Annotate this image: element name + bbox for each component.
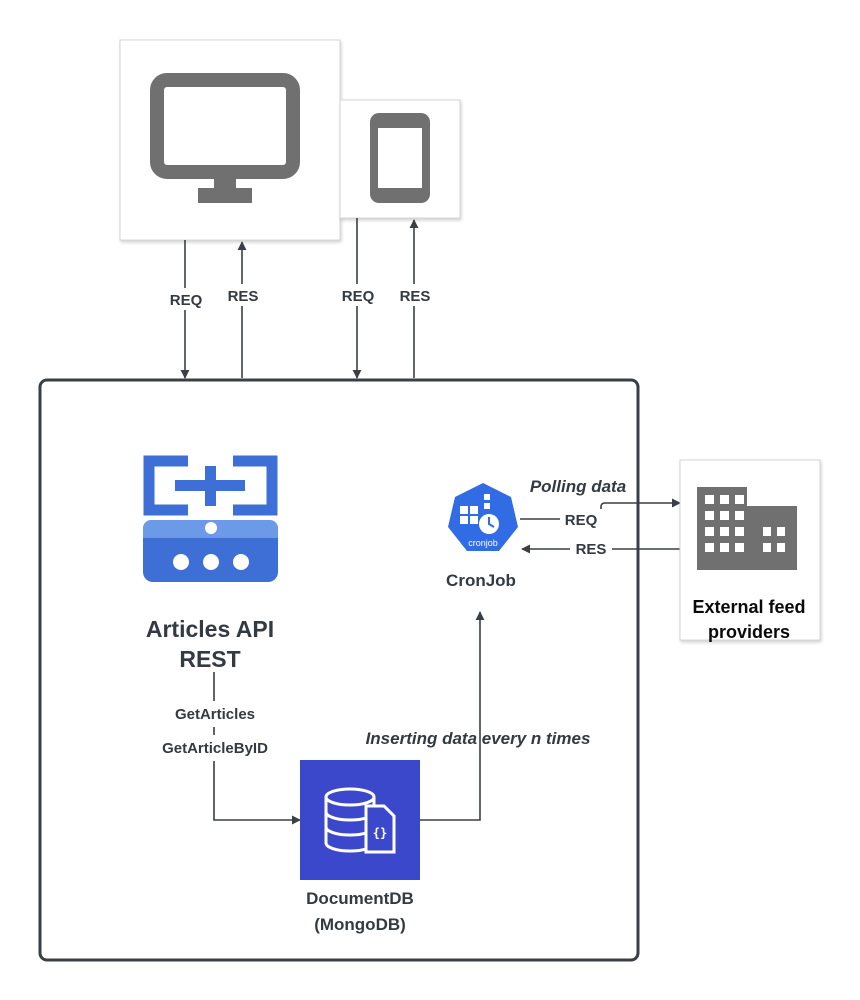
documentdb-icon: {}	[300, 760, 420, 880]
cronjob-req-arrow: REQ	[520, 498, 681, 529]
cronjob-icon: cronjob	[448, 483, 518, 551]
get-articles-label: GetArticles	[175, 706, 255, 723]
external-provider-subtitle: providers	[708, 622, 790, 642]
desktop-req-label: REQ	[170, 292, 203, 309]
curly-braces-icon: {}	[373, 826, 387, 840]
mobile-res-arrow: RES	[393, 219, 437, 378]
smartphone-icon	[370, 113, 430, 203]
cronjob-icon-text: cronjob	[468, 538, 498, 548]
building-icon	[697, 487, 797, 570]
desktop-client-card	[119, 39, 341, 241]
desktop-res-arrow: RES	[221, 241, 265, 378]
mobile-res-label: RES	[400, 288, 431, 305]
get-article-by-id-label: GetArticleByID	[162, 740, 268, 757]
api-gateway-icon	[143, 455, 278, 582]
cronjob-req-label: REQ	[565, 512, 598, 529]
api-subtitle: REST	[179, 646, 240, 672]
db-title: DocumentDB	[306, 889, 414, 908]
mobile-client-card	[339, 99, 461, 219]
db-to-cronjob-arrow	[420, 611, 485, 821]
db-subtitle: (MongoDB)	[314, 915, 406, 934]
mobile-req-arrow: REQ	[336, 218, 380, 379]
desktop-req-arrow: REQ	[164, 240, 208, 379]
api-title: Articles API	[146, 616, 274, 642]
external-provider-title: External feed	[692, 597, 805, 617]
api-endpoints: GetArticles GetArticleByID	[148, 701, 282, 761]
cronjob-title: CronJob	[446, 571, 516, 590]
external-provider-card: External feed providers	[679, 459, 821, 642]
desktop-monitor-icon	[150, 73, 300, 203]
polling-data-label: Polling data	[530, 477, 626, 496]
mobile-req-label: REQ	[342, 288, 375, 305]
cronjob-res-label: RES	[576, 541, 607, 558]
inserting-data-label: Inserting data every n times	[366, 729, 591, 748]
cronjob-res-arrow: RES	[521, 538, 682, 558]
desktop-res-label: RES	[228, 288, 259, 305]
